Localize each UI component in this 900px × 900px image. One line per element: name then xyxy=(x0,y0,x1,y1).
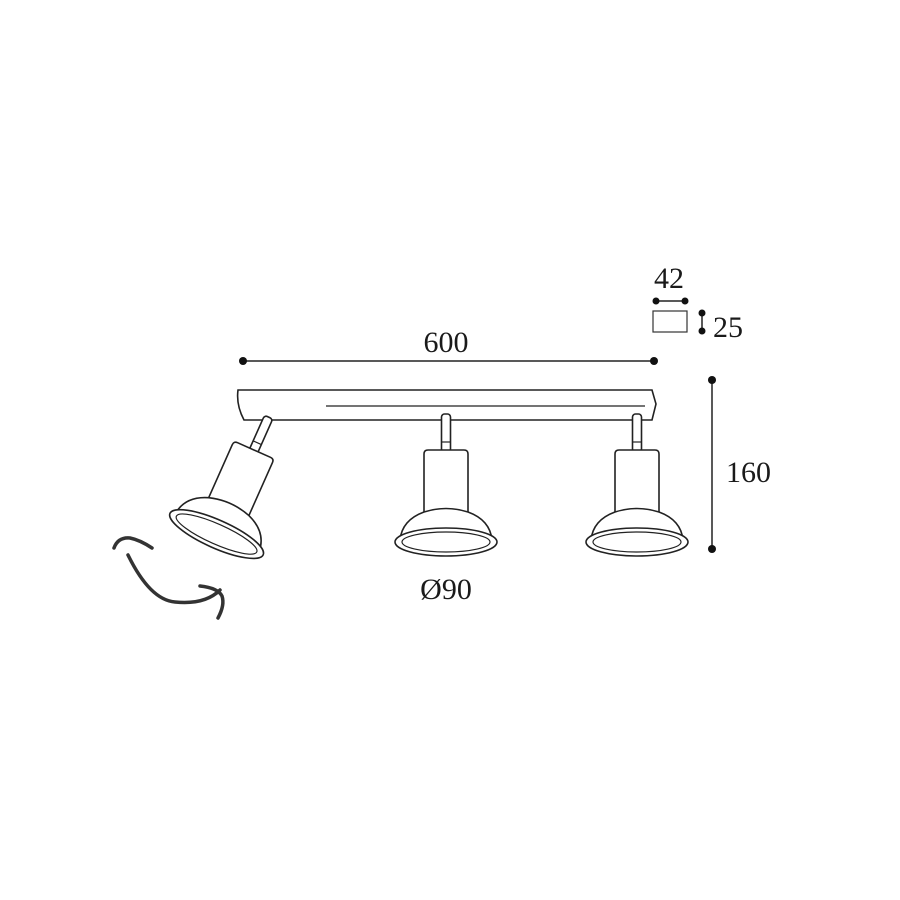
spotlight-right xyxy=(585,413,689,557)
diameter-label: Ø90 xyxy=(420,573,472,606)
height-label: 160 xyxy=(726,456,771,489)
spotlight-middle xyxy=(394,413,498,557)
bar-cross-section: 42 25 xyxy=(652,262,743,344)
length-label: 600 xyxy=(424,326,469,359)
rotation-arrow-icon xyxy=(112,536,225,620)
length-dimension: 600 xyxy=(239,326,658,365)
ceiling-bar xyxy=(236,389,657,421)
spotlight-left-tilted xyxy=(163,395,317,569)
height-dimension: 160 xyxy=(708,376,771,553)
bar-depth-label: 25 xyxy=(713,311,743,344)
bar-width-label: 42 xyxy=(654,262,684,295)
